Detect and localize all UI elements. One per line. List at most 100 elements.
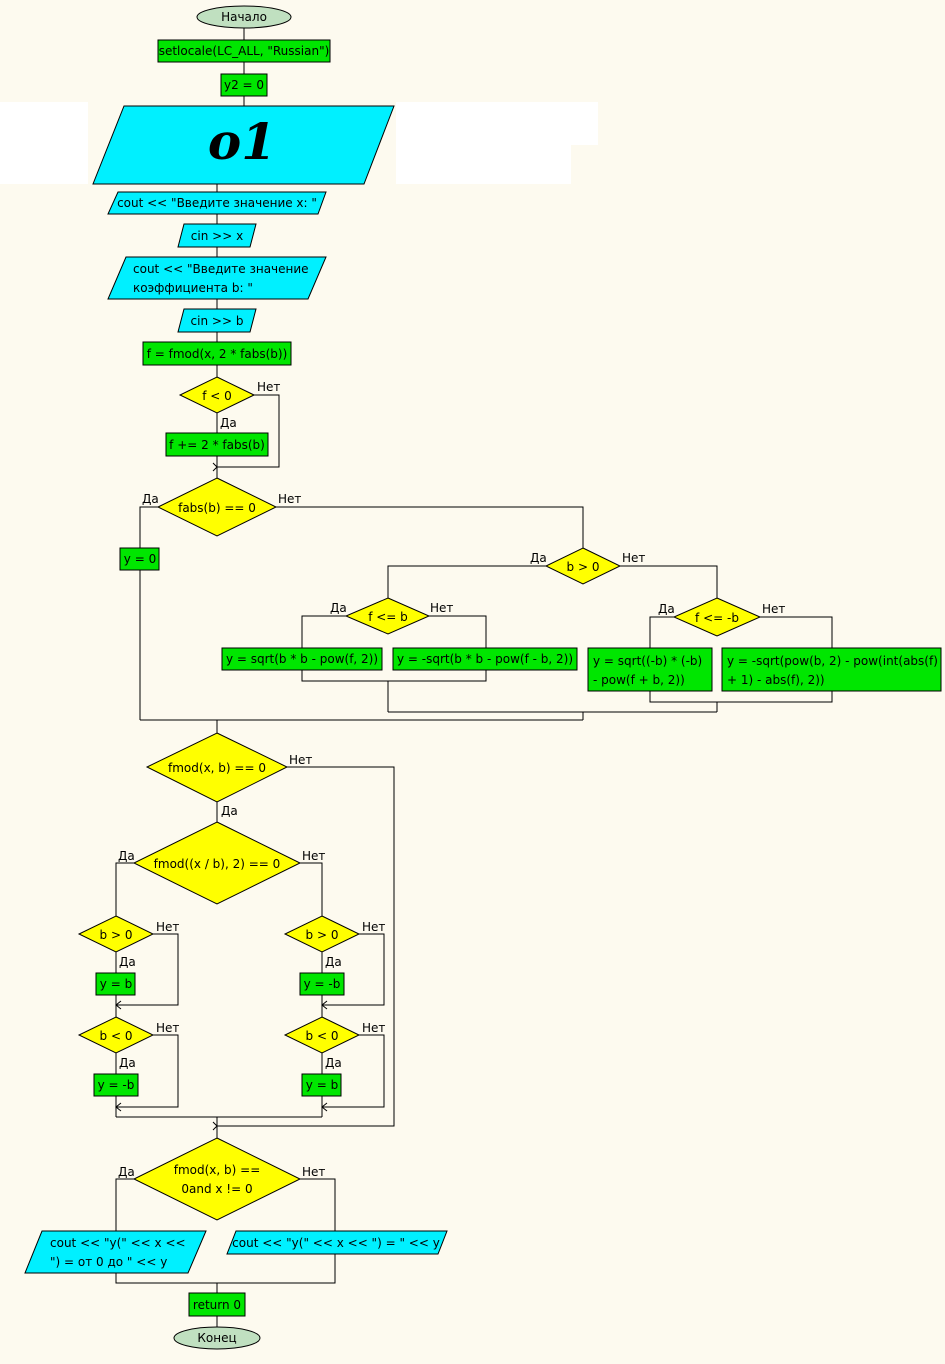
right-b-negative-no-label: Нет: [362, 1021, 385, 1035]
setlocale-block: setlocale(LC_ALL, "Russian"): [157, 39, 331, 63]
fabs-zero-yes-label: Да: [142, 492, 159, 506]
y-sqrt-4-line1: y = -sqrt(pow(b, 2) - pow(int(abs(f): [727, 654, 938, 668]
decision-fabs-zero: fabs(b) == 0: [156, 477, 278, 537]
f-adjust-block: f += 2 * fabs(b): [165, 432, 269, 457]
right-y-neg-b-label: y = -b: [304, 977, 341, 991]
f-le-b-yes-label: Да: [330, 601, 347, 615]
b-positive-yes-label: Да: [530, 551, 547, 565]
y-sqrt-4-block: y = -sqrt(pow(b, 2) - pow(int(abs(f) + 1…: [721, 647, 942, 692]
banner-block: o1: [92, 105, 395, 185]
cin-x-label: cin >> x: [191, 229, 243, 243]
cin-b-label: cin >> b: [191, 314, 244, 328]
left-b-negative-yes-label: Да: [119, 1056, 136, 1070]
y-zero-label: y = 0: [124, 552, 156, 566]
right-y-b-label: y = b: [306, 1078, 338, 1092]
end-terminal: Конец: [173, 1326, 261, 1350]
final-yes-label: Да: [118, 1165, 135, 1179]
decision-right-b-positive-label: b > 0: [306, 928, 339, 942]
prompt-b-line2: коэффициента b: ": [133, 281, 253, 295]
f-le-neg-b-no-label: Нет: [762, 602, 785, 616]
decision-f-negative-label: f < 0: [202, 389, 232, 403]
return-block: return 0: [188, 1292, 246, 1317]
left-b-positive-no-label: Нет: [156, 920, 179, 934]
left-y-b-label: y = b: [100, 977, 132, 991]
b-positive-no-label: Нет: [622, 551, 645, 565]
output-value-label: cout << "y(" << x << ") = " << y: [232, 1236, 440, 1250]
left-y-neg-b-label: y = -b: [98, 1078, 135, 1092]
decision-fmod-xb: fmod(x, b) == 0: [145, 732, 289, 803]
decision-b-positive-label: b > 0: [567, 560, 600, 574]
decision-fmod-xb-label: fmod(x, b) == 0: [168, 761, 266, 775]
final-no-label: Нет: [302, 1165, 325, 1179]
output-range-line1: cout << "y(" << x <<: [50, 1236, 186, 1250]
cin-x-block: cin >> x: [177, 223, 257, 248]
y-sqrt-2-block: y = -sqrt(b * b - pow(f - b, 2)): [392, 647, 578, 671]
decision-f-le-b: f <= b: [344, 597, 431, 635]
f-negative-yes-label: Да: [220, 416, 237, 430]
decision-fmod-even-label: fmod((x / b), 2) == 0: [154, 857, 281, 871]
decision-right-b-positive: b > 0: [283, 915, 361, 953]
decision-final: fmod(x, b) == 0and x != 0: [132, 1137, 302, 1221]
cin-b-block: cin >> b: [177, 308, 257, 333]
right-b-negative-yes-label: Да: [325, 1056, 342, 1070]
decision-final-line1: fmod(x, b) ==: [174, 1163, 261, 1177]
fmod-even-yes-label: Да: [118, 849, 135, 863]
f-le-neg-b-yes-label: Да: [658, 602, 675, 616]
connectors: [115, 28, 833, 1327]
decision-right-b-negative: b < 0: [283, 1016, 361, 1054]
f-calc-label: f = fmod(x, 2 * fabs(b)): [147, 347, 288, 361]
right-b-positive-no-label: Нет: [362, 920, 385, 934]
fmod-xb-yes-label: Да: [221, 804, 238, 818]
return-label: return 0: [193, 1298, 241, 1312]
fmod-even-no-label: Нет: [302, 849, 325, 863]
y-zero-block: y = 0: [119, 547, 160, 571]
fmod-xb-no-label: Нет: [289, 753, 312, 767]
output-range-line2: ") = от 0 до " << y: [50, 1255, 167, 1269]
right-b-positive-yes-label: Да: [325, 955, 342, 969]
start-label: Начало: [221, 10, 267, 24]
white-patch-right-top: [396, 102, 598, 145]
y-sqrt-1-label: y = sqrt(b * b - pow(f, 2)): [226, 652, 378, 666]
left-b-negative-no-label: Нет: [156, 1021, 179, 1035]
y-sqrt-3-line1: y = sqrt((-b) * (-b): [593, 654, 702, 668]
decision-b-positive: b > 0: [544, 547, 622, 585]
white-patch-left: [0, 102, 88, 184]
y-sqrt-4-line2: + 1) - abs(f), 2)): [727, 673, 825, 687]
white-patch-right-bottom: [396, 145, 571, 184]
right-y-b-block: y = b: [301, 1073, 342, 1097]
decision-left-b-positive: b > 0: [77, 915, 155, 953]
start-terminal: Начало: [196, 5, 292, 29]
decision-f-le-neg-b-label: f <= -b: [695, 611, 739, 625]
y-sqrt-1-block: y = sqrt(b * b - pow(f, 2)): [221, 647, 383, 671]
y2-label: y2 = 0: [224, 78, 264, 92]
decision-final-line2: 0and x != 0: [181, 1182, 252, 1196]
y2-block: y2 = 0: [220, 73, 268, 97]
arrow-marks: [115, 462, 328, 1131]
left-b-positive-yes-label: Да: [119, 955, 136, 969]
fabs-zero-no-label: Нет: [278, 492, 301, 506]
decision-left-b-negative: b < 0: [77, 1016, 155, 1054]
setlocale-label: setlocale(LC_ALL, "Russian"): [159, 44, 330, 58]
decision-fmod-even: fmod((x / b), 2) == 0: [132, 821, 302, 905]
prompt-x-label: cout << "Введите значение х: ": [117, 196, 317, 210]
decision-fabs-zero-label: fabs(b) == 0: [178, 501, 256, 515]
right-y-neg-b-block: y = -b: [299, 972, 345, 996]
decision-f-negative: f < 0: [178, 376, 256, 414]
prompt-x-block: cout << "Введите значение х: ": [107, 191, 327, 215]
left-y-b-block: y = b: [95, 972, 136, 996]
end-label: Конец: [197, 1331, 236, 1345]
f-negative-no-label: Нет: [257, 380, 280, 394]
banner-label: o1: [208, 112, 276, 171]
y-sqrt-3-block: y = sqrt((-b) * (-b) - pow(f + b, 2)): [587, 647, 713, 692]
decision-f-le-b-label: f <= b: [368, 610, 408, 624]
prompt-b-block: cout << "Введите значение коэффициента b…: [107, 256, 327, 300]
decision-left-b-positive-label: b > 0: [100, 928, 133, 942]
output-value-block: cout << "y(" << x << ") = " << y: [226, 1230, 448, 1255]
f-calc-block: f = fmod(x, 2 * fabs(b)): [142, 341, 292, 366]
decision-right-b-negative-label: b < 0: [306, 1029, 339, 1043]
decision-left-b-negative-label: b < 0: [100, 1029, 133, 1043]
f-adjust-label: f += 2 * fabs(b): [169, 438, 265, 452]
decision-f-le-neg-b: f <= -b: [672, 597, 762, 637]
output-range-block: cout << "y(" << x << ") = от 0 до " << y: [24, 1230, 207, 1274]
